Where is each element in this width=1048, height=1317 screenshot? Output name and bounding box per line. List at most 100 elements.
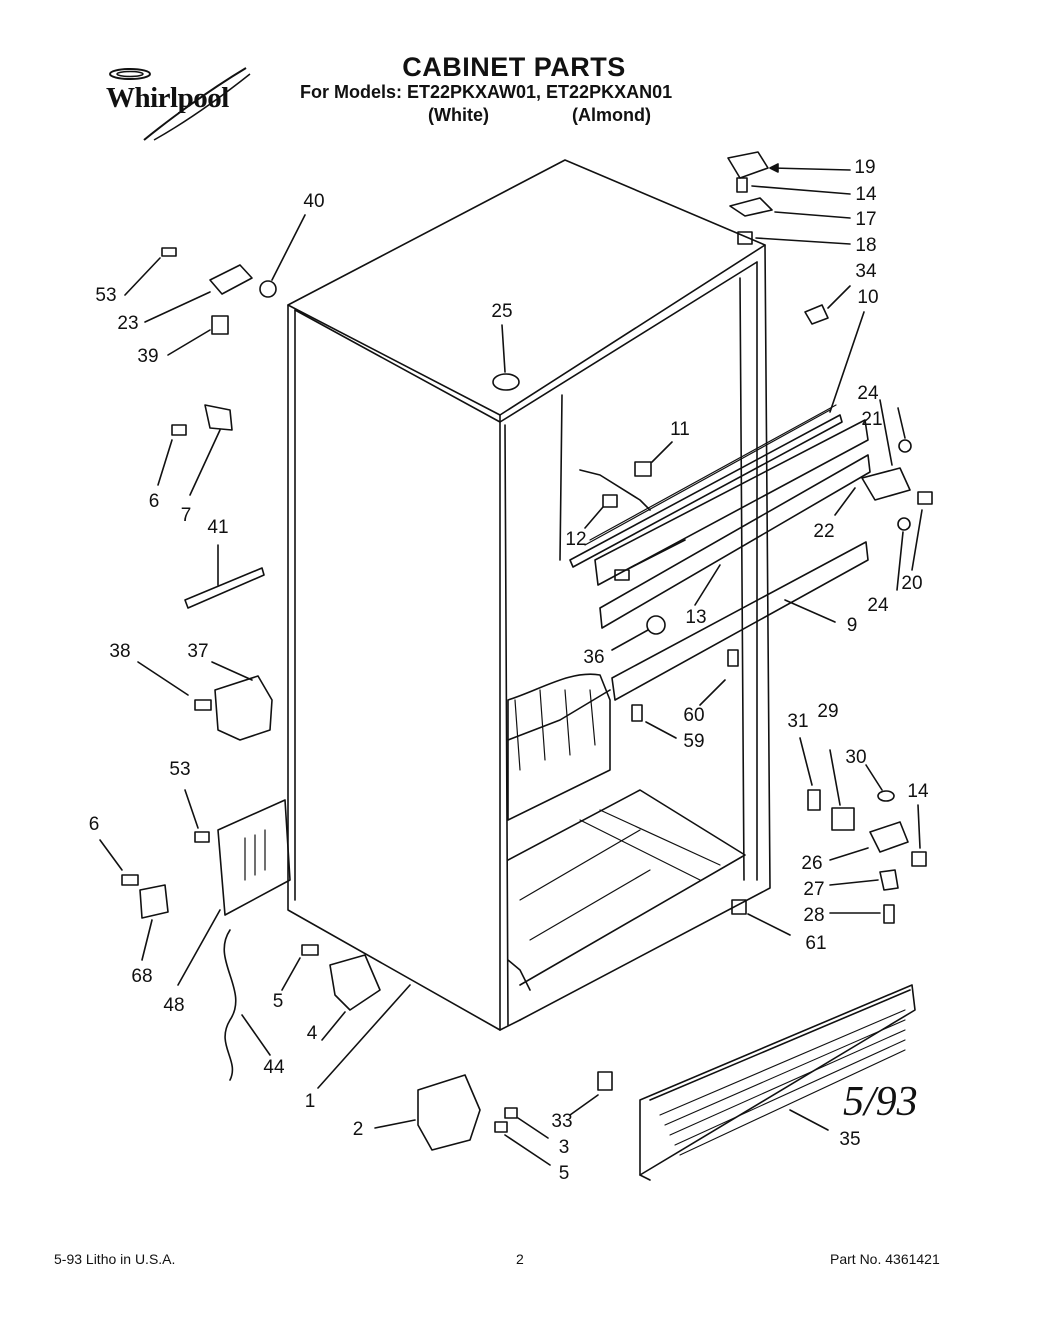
part-label: 25 (491, 301, 513, 322)
washer-24-top (898, 439, 912, 453)
part-label: 7 (180, 505, 192, 526)
part-label: 11 (670, 419, 690, 440)
bottom-hinge-26 (869, 821, 909, 853)
part-label: 60 (683, 705, 705, 726)
footer-part-number: Part No. 4361421 (830, 1251, 940, 1267)
part-37 (214, 675, 273, 741)
part-61 (731, 899, 747, 915)
screw-3 (504, 1107, 518, 1119)
plug-25 (492, 373, 520, 391)
divider-rail (594, 419, 869, 586)
part-label: 3 (558, 1137, 570, 1158)
part-label: 9 (846, 615, 858, 636)
part-label: 41 (207, 517, 229, 538)
part-label: 27 (803, 879, 825, 900)
bushing-18 (737, 231, 753, 245)
screw-28 (883, 904, 895, 924)
roller-2 (417, 1074, 481, 1151)
part-label: 61 (805, 933, 827, 954)
part-label: 59 (683, 731, 705, 752)
clip-7 (204, 404, 233, 431)
grommet-40 (259, 280, 277, 298)
part-label: 30 (845, 747, 867, 768)
screw-5-bottom (494, 1121, 508, 1133)
part-label: 33 (551, 1111, 573, 1132)
spacer-29 (831, 807, 855, 831)
part-label: 22 (813, 521, 835, 542)
power-cord-44 (223, 929, 237, 1081)
part-label: 28 (803, 905, 825, 926)
screw-53-top (161, 247, 177, 257)
part-label: 4 (306, 1023, 318, 1044)
part-34 (804, 304, 829, 325)
part-label: 5 (558, 1163, 570, 1184)
page-title-text: CABINET PARTS (402, 52, 626, 82)
part-label: 53 (169, 759, 191, 780)
washer-30 (877, 790, 895, 802)
part-label: 5 (272, 991, 284, 1012)
clip-33 (597, 1071, 613, 1091)
screw-60 (727, 649, 739, 667)
whirlpool-logo: Whirlpool (96, 62, 254, 142)
part-label: 10 (857, 287, 879, 308)
part-label: 12 (565, 529, 587, 550)
whirlpool-swirl-logo (109, 67, 251, 141)
almond-color-label: (Almond) (572, 105, 651, 125)
rail-10 (569, 414, 843, 568)
part-label: 24 (867, 595, 889, 616)
part-label: 1 (304, 1091, 316, 1112)
part-label: 35 (839, 1129, 861, 1150)
part-label: 6 (148, 491, 160, 512)
screw-5-left (301, 944, 319, 956)
part-label: 53 (95, 285, 117, 306)
screw-6-bottom (121, 874, 139, 886)
part-label: 44 (263, 1057, 285, 1078)
white-color-label: (White) (428, 105, 489, 125)
part-label: 14 (907, 781, 929, 802)
screw-20 (917, 491, 933, 505)
screw-6-mid (614, 569, 630, 581)
part-label: 26 (801, 853, 823, 874)
part-label: 31 (787, 711, 809, 732)
cover-48 (217, 799, 291, 916)
part-label: 34 (855, 261, 877, 282)
screw-14-top (736, 177, 748, 193)
part-label: 19 (854, 157, 876, 178)
screw-53-bottom (194, 831, 210, 843)
part-label: 29 (817, 701, 839, 722)
shim-31 (807, 789, 821, 811)
handwritten-date-note: 5/93 (843, 1079, 918, 1125)
cabinet-shell (287, 159, 771, 1031)
plug-36 (646, 615, 666, 635)
screw-6-left (171, 424, 187, 436)
part-label: 48 (163, 995, 185, 1016)
screw-59 (631, 704, 643, 722)
part-label: 38 (109, 641, 131, 662)
part-label: 13 (685, 607, 707, 628)
part-label: 14 (855, 184, 877, 205)
screw-38 (194, 699, 212, 711)
part-label: 40 (303, 191, 325, 212)
part-label: 39 (137, 346, 159, 367)
logo-wordmark: Whirlpool (106, 82, 229, 114)
footer-print-info: 5-93 Litho in U.S.A. (54, 1251, 176, 1267)
part-label: 36 (583, 647, 605, 668)
screw-14-bottom (911, 851, 927, 867)
part-label: 24 (857, 383, 879, 404)
part-label: 2 (352, 1119, 364, 1140)
roller-4 (329, 954, 381, 1011)
divider-13 (599, 454, 871, 629)
footer-page-number: 2 (516, 1251, 524, 1267)
divider-9 (611, 541, 869, 701)
clip-11 (634, 461, 652, 477)
part-label: 20 (901, 573, 923, 594)
part-label: 18 (855, 235, 877, 256)
bracket-23 (209, 264, 253, 295)
toe-grille-35 (639, 984, 916, 1181)
wire-harness (579, 469, 651, 511)
part-27 (879, 869, 899, 891)
hinge-cap-19 (727, 151, 769, 179)
models-line: For Models: ET22PKXAW01, ET22PKXAN01 (300, 82, 673, 102)
